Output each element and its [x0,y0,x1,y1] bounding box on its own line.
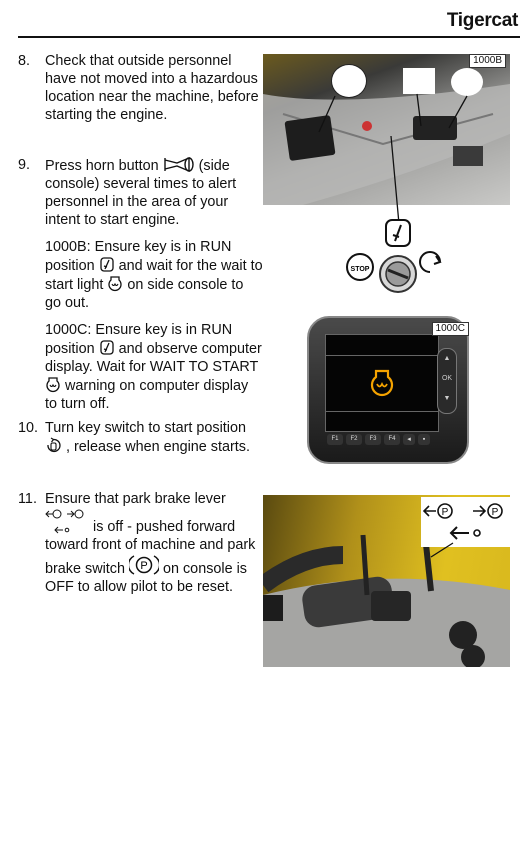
key-run-icon [99,257,114,272]
step-text: Press horn button [45,158,159,174]
step-number: 8. [18,53,31,69]
figure-label: 1000B [469,54,506,68]
note-text: on side console to go out. [45,277,244,311]
step-number: 9. [18,157,31,173]
display-screen [325,334,439,432]
back-key[interactable]: ◂ [403,434,415,445]
step-number: 10. [18,420,39,436]
step-text: on console is OFF to allow pilot to be r… [45,561,247,595]
note-text: 1000C: Ensure key is in RUN position [45,322,233,357]
f1-key[interactable]: F1 [327,434,343,445]
horn-icon [163,156,194,173]
key-run-icon [99,340,114,355]
step-text: , release when engine starts. [66,439,250,455]
side-console-photo: 1000B [263,54,510,205]
step-text: Ensure that park brake lever [45,491,226,507]
step-text: (side console) several times to alert pe… [45,158,237,228]
park-brake-lever-icon: P P [422,503,503,540]
f2-key[interactable]: F2 [346,434,362,445]
f4-key[interactable]: F4 [384,434,400,445]
svg-text:P: P [492,507,499,518]
callout-lines [318,93,468,224]
svg-text:P: P [140,560,147,572]
park-brake-photo: P P [263,495,510,667]
note-text: and observe computer display. Wait for W… [45,341,262,375]
step-8: 8. Check that outside personnel have not… [18,52,263,133]
wait-to-start-icon [108,276,122,292]
note-text: warning on computer display to turn off. [45,378,249,412]
f3-key[interactable]: F3 [365,434,381,445]
wait-light-callout [451,68,483,96]
stop-label: STOP [351,266,370,273]
step-text: Turn key switch to start position [45,420,247,436]
park-brake-callout [331,64,367,98]
step-9: 9. Press horn button (side console) seve… [18,156,263,422]
nav-buttons[interactable]: ▲ OK ▼ [437,348,457,414]
wait-to-start-icon [370,369,394,397]
note-1000b: 1000B: Ensure key is in RUN position and… [45,238,263,312]
step-text: Check that outside personnel have not mo… [45,53,259,123]
horn-callout [403,68,435,94]
key-start-icon [47,437,61,453]
down-button[interactable]: ▼ [443,395,451,402]
key-switch-drawing: STOP [346,219,442,293]
note-text: 1000B: Ensure key is in RUN position [45,239,232,274]
ok-button[interactable]: OK [441,375,453,382]
console-drawing [263,84,510,205]
wait-to-start-icon [46,377,60,393]
header-rule [18,36,520,38]
computer-display: ▲ OK ▼ F1 F2 F3 F4 ◂ ▪ 1000C [307,316,469,464]
step-11: 11. Ensure that park brake lever is off … [18,490,263,605]
step-10: 10. Turn key switch to start position , … [18,419,263,465]
step-number: 11. [18,491,37,507]
lever-callout-line [430,542,454,558]
lever-callout: P P [421,497,510,547]
note-text: and wait for the wait to start light [45,258,263,293]
park-brake-switch-icon: P [128,555,159,575]
figure-label: 1000C [431,322,469,336]
step-text: is off - pushed forward toward front of … [45,519,256,577]
up-button[interactable]: ▲ [443,355,451,362]
home-key[interactable]: ▪ [418,434,430,445]
brand-logo: Tigercat [446,10,518,31]
function-keys: F1 F2 F3 F4 ◂ ▪ [327,434,430,445]
svg-text:P: P [442,507,449,518]
note-1000c: 1000C: Ensure key is in RUN position and… [45,321,263,413]
park-brake-lever-icon [45,509,84,534]
